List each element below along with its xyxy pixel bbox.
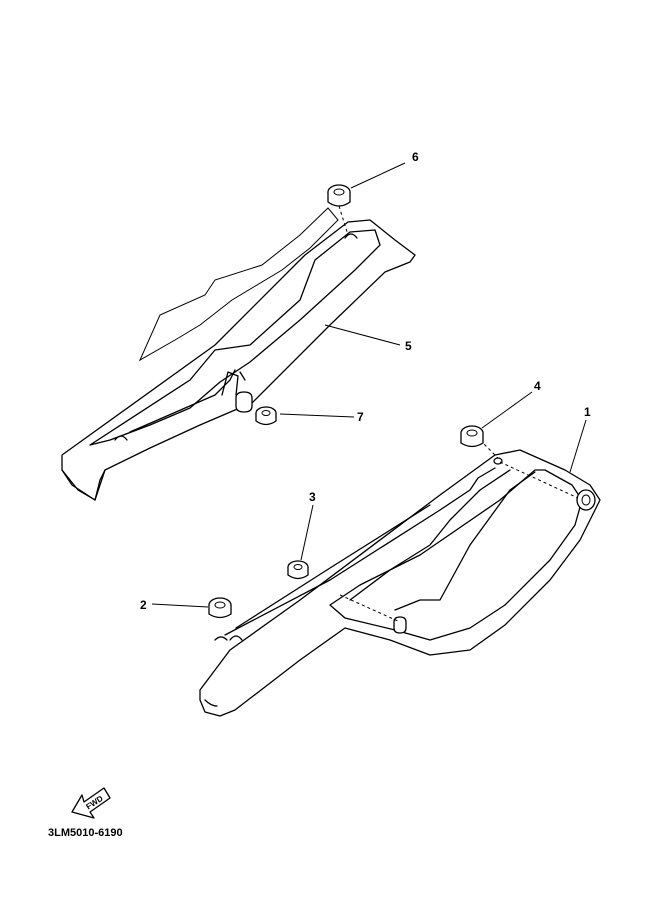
grommet-4-icon	[460, 425, 484, 448]
part-code: 3LM5010-6190	[48, 827, 123, 839]
callout-5: 5	[405, 339, 412, 353]
side-cover-upper	[61, 207, 416, 501]
grommet-7-icon	[255, 406, 277, 426]
leader-dash-pin	[339, 594, 401, 623]
callout-7: 7	[357, 410, 364, 424]
leader-dash-4b	[479, 439, 499, 459]
grommet-3-icon	[287, 560, 309, 580]
grommet-6-icon	[327, 184, 351, 207]
callout-1: 1	[584, 405, 591, 419]
leader-dash-4	[499, 461, 579, 499]
leader-dash-6	[338, 205, 349, 236]
grommet-2-icon	[208, 597, 232, 619]
callout-2: 2	[140, 598, 147, 612]
callout-6: 6	[412, 150, 419, 164]
callout-4: 4	[534, 379, 541, 393]
side-cover-lower	[199, 449, 601, 717]
leader-lines	[151, 162, 587, 608]
fwd-arrow-icon: FWD	[71, 787, 111, 819]
callout-3: 3	[309, 490, 316, 504]
